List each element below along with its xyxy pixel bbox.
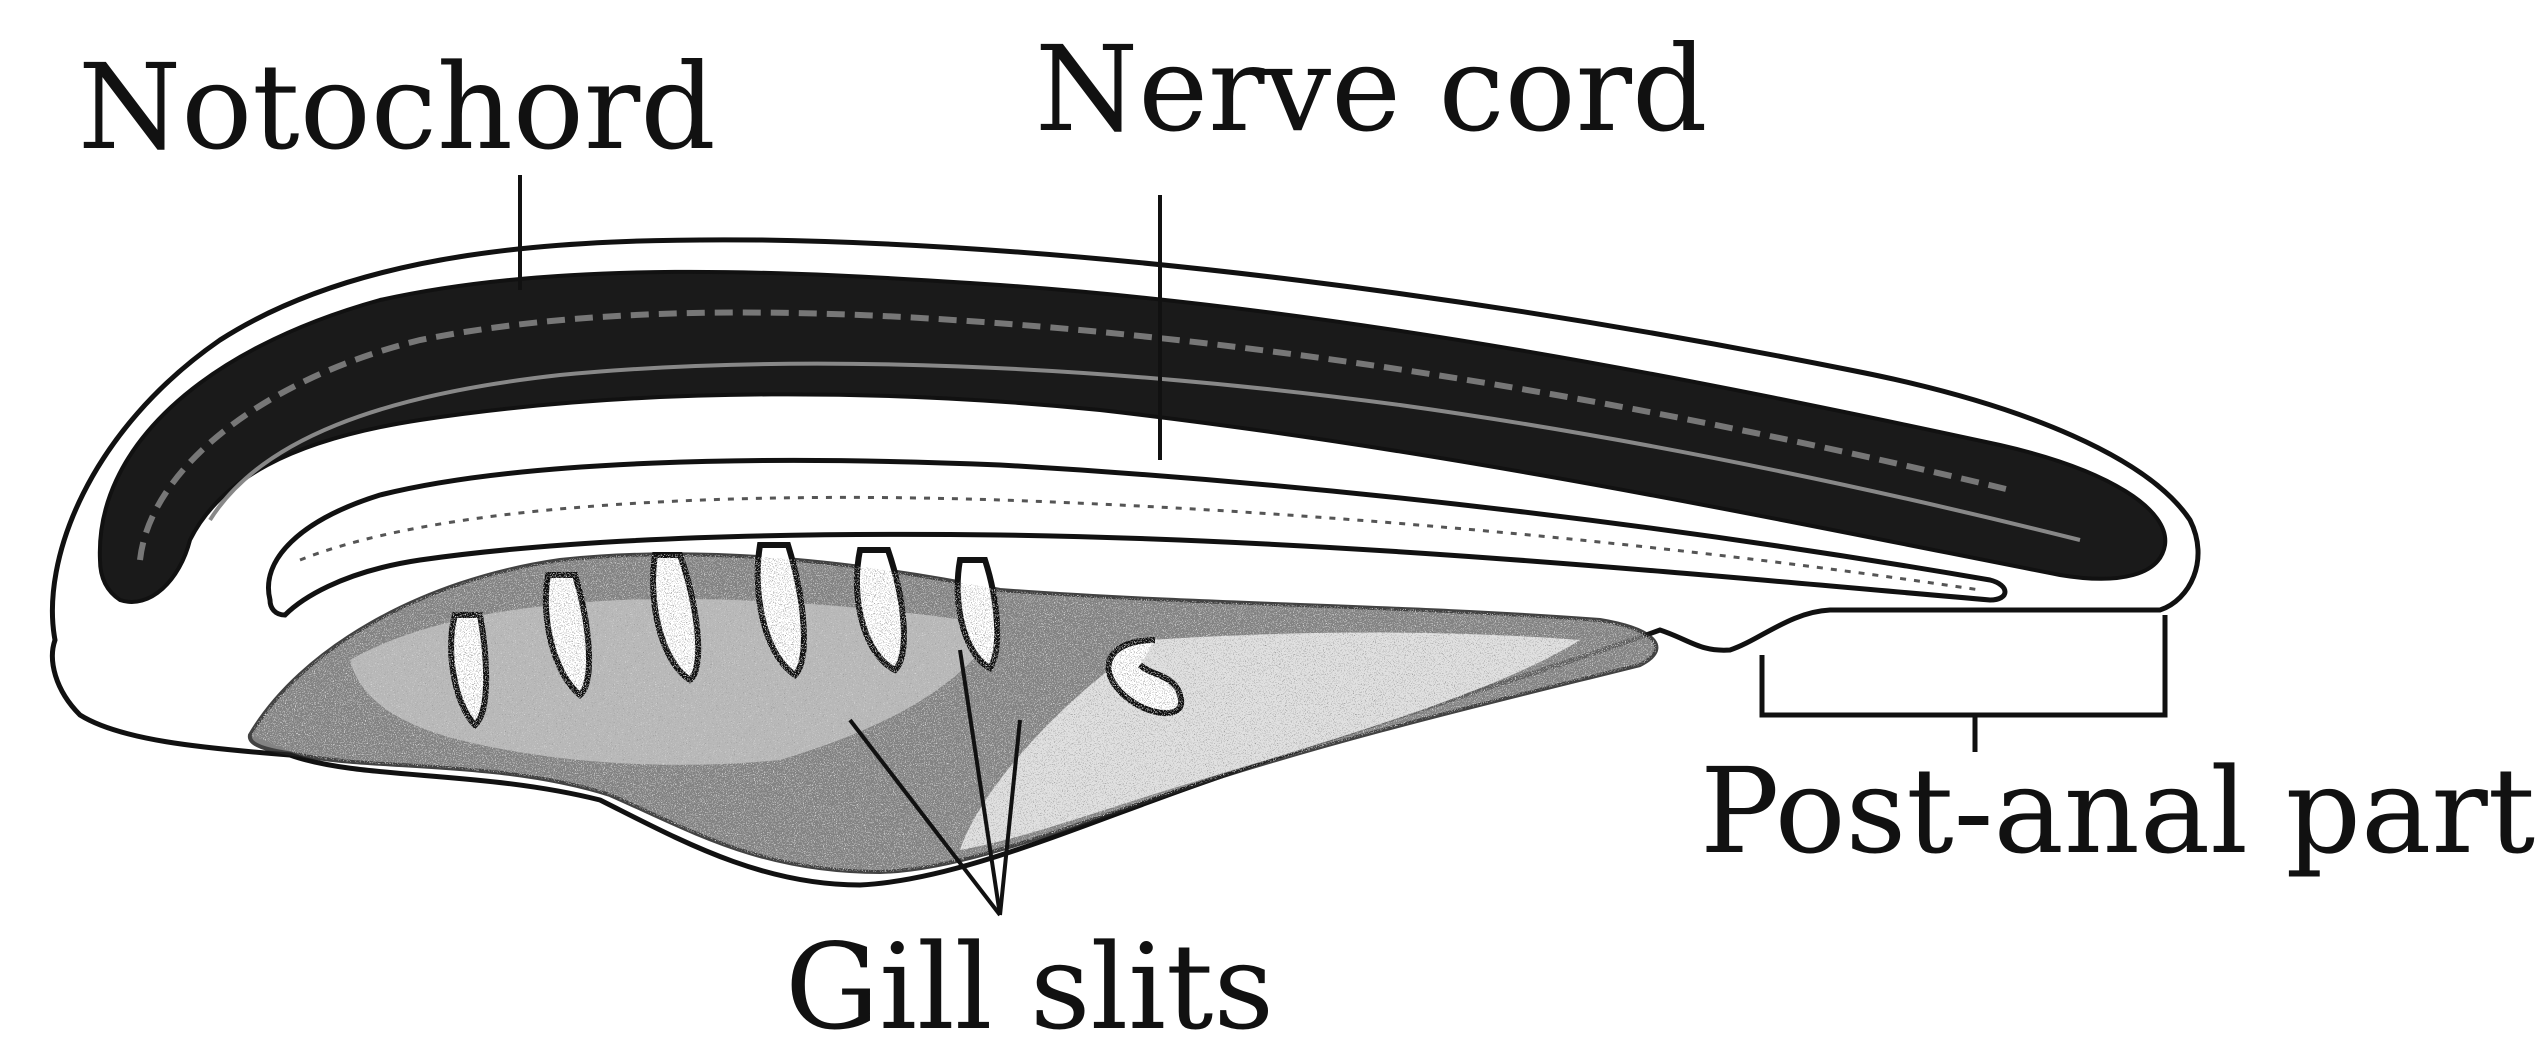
post-anal-bracket — [1762, 615, 2165, 752]
nerve-cord-label: Nerve cord — [1035, 30, 1708, 148]
notochord-label: Notochord — [78, 48, 716, 166]
gill-slits-label: Gill slits — [785, 928, 1274, 1046]
post-anal-part-label: Post-anal part — [1700, 752, 2535, 870]
